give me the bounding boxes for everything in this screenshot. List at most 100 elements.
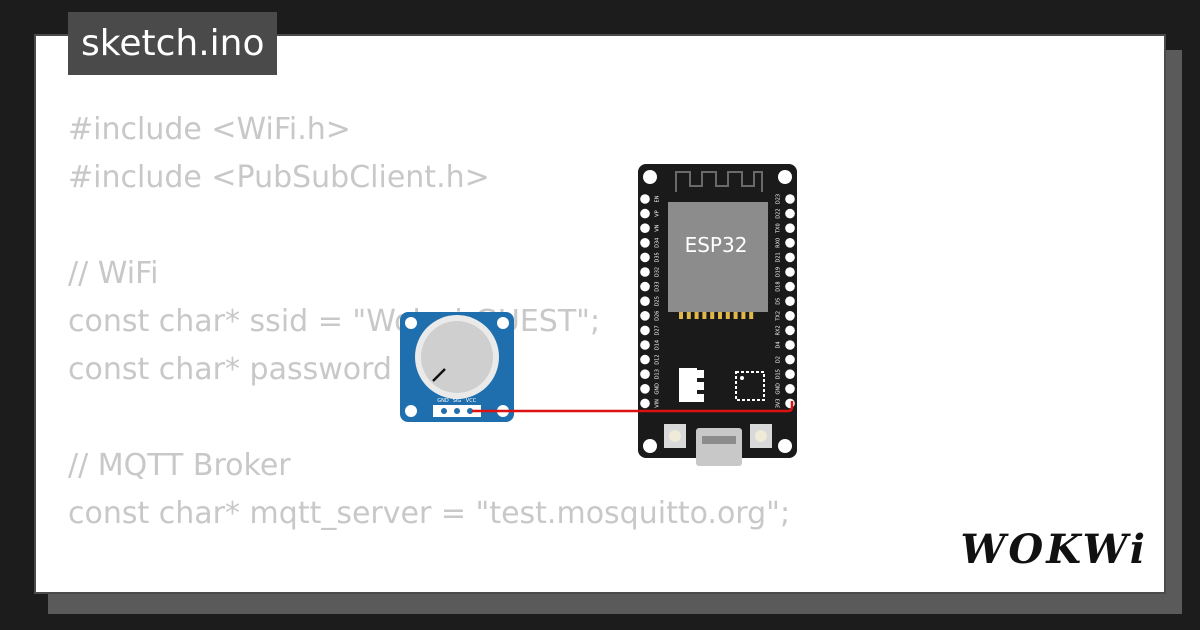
pin-label: D32: [655, 267, 661, 277]
mount-hole: [405, 317, 417, 329]
pin-vn[interactable]: [640, 223, 650, 233]
pin-rx2[interactable]: [785, 325, 795, 336]
pin-label: D5: [776, 298, 782, 305]
pin-label: EN: [655, 195, 661, 202]
boot-button[interactable]: [755, 430, 767, 442]
potentiometer-knob[interactable]: [421, 321, 493, 393]
code-line: #include <WiFi.h>: [68, 112, 351, 147]
pin-d4[interactable]: [785, 340, 795, 350]
regulator-lead: [694, 394, 704, 402]
pin-vp[interactable]: [640, 208, 650, 219]
file-tab[interactable]: sketch.ino: [68, 12, 278, 75]
pin-d12[interactable]: [640, 354, 650, 365]
pin-gnd[interactable]: [785, 384, 795, 394]
mount-hole: [778, 439, 792, 453]
pin-label: RX2: [776, 325, 782, 335]
chip-pad: [702, 312, 707, 319]
pin-label: D34: [655, 238, 661, 248]
pin-d14[interactable]: [640, 340, 650, 350]
chip-pads: [679, 312, 754, 319]
mount-hole: [497, 317, 509, 329]
pin-tx0[interactable]: [785, 223, 795, 233]
mount-hole: [643, 170, 657, 184]
wire-vcc-to-3v3[interactable]: [472, 401, 794, 413]
knob-indicator: [432, 368, 446, 382]
usb-port-slot: [702, 436, 736, 444]
code-line: // MQTT Broker: [68, 448, 291, 483]
pin-label: GND: [776, 383, 782, 395]
pin-gnd[interactable]: [441, 408, 447, 414]
pin-label: D25: [655, 296, 661, 306]
esp32-chip: [668, 202, 768, 312]
regulator-lead: [694, 382, 704, 390]
pin-d22[interactable]: [785, 208, 795, 219]
pin-d32[interactable]: [640, 267, 650, 277]
pin-label: D23: [776, 194, 782, 204]
pin-label-sig: SIG: [453, 398, 462, 404]
pin-label: VP: [655, 210, 661, 216]
chip-pad: [725, 312, 730, 319]
pin-label: TX0: [776, 223, 782, 234]
esp32-board[interactable]: ESP32 ENVPVND34D35D32D33D25D26D27D14D12D…: [638, 164, 797, 466]
pin-d19[interactable]: [785, 267, 795, 277]
code-line: const char* mqtt_server = "test.mosquitt…: [68, 496, 791, 531]
pin-tx2[interactable]: [785, 311, 795, 321]
en-button[interactable]: [669, 430, 681, 442]
usb-uart-chip: [735, 371, 765, 401]
pin-vcc[interactable]: [467, 408, 473, 414]
pin-label: D27: [655, 325, 661, 335]
pin-rx0[interactable]: [785, 238, 795, 248]
pin-label: D33: [655, 281, 661, 291]
pin-d34[interactable]: [640, 238, 650, 248]
potentiometer[interactable]: GND SIG VCC: [400, 312, 514, 422]
regulator-lead: [694, 370, 704, 378]
pin-label: D35: [655, 252, 661, 262]
pin-label: D14: [655, 340, 661, 350]
pin-d33[interactable]: [640, 281, 650, 292]
pin-d13[interactable]: [640, 369, 650, 380]
pin-3v3[interactable]: [785, 398, 795, 409]
pin-d25[interactable]: [640, 296, 650, 307]
wokwi-logo: WOKWi: [960, 526, 1148, 573]
pin-label: D15: [776, 369, 782, 379]
chip-dot: [740, 376, 744, 380]
chip-pad: [710, 312, 715, 319]
right-pin-header[interactable]: [785, 194, 795, 409]
pin-d23[interactable]: [785, 194, 795, 204]
pin-label: 3V3: [776, 399, 782, 409]
left-pin-header[interactable]: [640, 194, 650, 409]
pin-gnd[interactable]: [640, 384, 650, 394]
antenna-trace: [675, 171, 763, 192]
pin-d27[interactable]: [640, 325, 650, 336]
chip-pad: [679, 312, 683, 319]
chip-pad: [733, 312, 738, 319]
chip-pad: [741, 312, 746, 319]
usb-port: [696, 428, 742, 466]
pin-d35[interactable]: [640, 252, 650, 263]
pin-d5[interactable]: [785, 296, 795, 307]
pin-label: D21: [776, 252, 782, 262]
right-pin-labels: D23D22TX0RX0D21D19D18D5TX2RX2D4D2D15GND3…: [776, 194, 782, 408]
regulator-tab: [679, 368, 697, 402]
pin-label-vcc: VCC: [466, 398, 477, 404]
pin-sig[interactable]: [454, 408, 460, 414]
pin-label: VN: [655, 224, 661, 231]
chip-pad: [686, 312, 691, 319]
pin-d26[interactable]: [640, 311, 650, 321]
pin-d2[interactable]: [785, 354, 795, 365]
pin-label: RX0: [776, 238, 782, 248]
esp32-chip-label: ESP32: [685, 233, 748, 257]
code-line: // WiFi: [68, 256, 159, 291]
pin-label: D26: [655, 311, 661, 321]
pin-vin[interactable]: [640, 398, 650, 409]
pin-d15[interactable]: [785, 369, 795, 380]
pin-label: GND: [655, 383, 661, 395]
left-pin-labels: ENVPVND34D35D32D33D25D26D27D14D12D13GNDV…: [655, 195, 661, 407]
mount-hole: [778, 170, 792, 184]
pin-d21[interactable]: [785, 252, 795, 263]
pin-label: D18: [776, 281, 782, 291]
pin-en[interactable]: [640, 194, 650, 204]
pin-d18[interactable]: [785, 281, 795, 292]
pin-label: D19: [776, 267, 782, 277]
